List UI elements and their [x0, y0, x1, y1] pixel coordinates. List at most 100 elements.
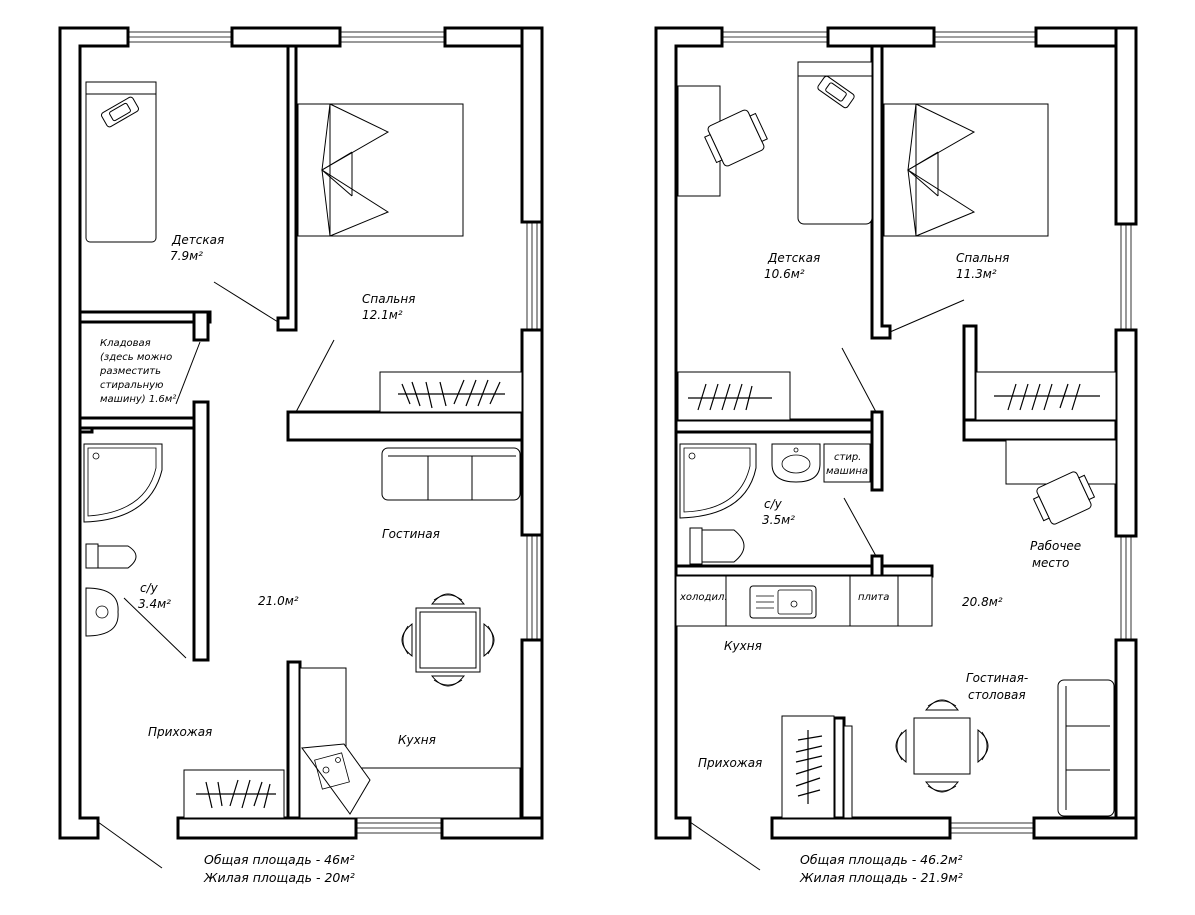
left-wall-nursery-bedroom: [276, 44, 298, 332]
left-storage-line-5: машину) 1.6м²: [100, 394, 176, 405]
right-wall-nursery-bedroom: [870, 44, 892, 340]
right-total-area: Общая площадь - 46.2м²: [800, 852, 962, 867]
left-entrance-door: [97, 821, 163, 869]
left-right-wall-middle: [520, 328, 544, 537]
left-living-area-total: Жилая площадь - 20м²: [203, 870, 355, 885]
left-total-area: Общая площадь - 46м²: [204, 852, 355, 867]
left-bath-door: [123, 597, 187, 659]
left-bedroom-wardrobe: [379, 371, 523, 413]
right-nursery-door: [841, 347, 877, 413]
right-hallway-label: Прихожая: [698, 756, 762, 770]
left-kitchen-label: Кухня: [398, 733, 436, 747]
left-hallway-label: Прихожая: [148, 725, 212, 739]
right-nursery-area: 10.6м²: [764, 267, 805, 281]
left-window-right-1: [526, 221, 538, 331]
right-bedroom-door: [889, 299, 965, 333]
right-washer: [823, 443, 871, 483]
right-window-right-2: [1120, 535, 1132, 641]
right-workspace-label-1: Рабочее: [1030, 539, 1081, 553]
left-kitchen-counter: [299, 667, 521, 819]
right-bathroom-label: с/у: [764, 497, 783, 511]
left-living-label: Гостиная: [382, 527, 440, 541]
right-fridge-label: холодил.: [679, 592, 728, 603]
left-nursery-label: Детская: [171, 233, 224, 247]
left-bath-sink: [85, 587, 119, 637]
left-wall-storage-right: [192, 310, 210, 342]
right-wall-hall: [832, 716, 846, 820]
left-bath-toilet: [85, 543, 137, 569]
left-window-right-2: [526, 534, 538, 641]
right-bottom-wall-left: [770, 816, 952, 840]
left-bedroom-bed: [297, 103, 464, 237]
left-living-area: 21.0м²: [258, 594, 299, 608]
right-wall-bedroom-bottom: [962, 418, 1118, 442]
left-window-bottom: [355, 822, 443, 834]
left-storage-door: [175, 341, 201, 405]
left-dining-set: [401, 593, 495, 687]
right-bedroom-area: 11.3м²: [956, 267, 997, 281]
right-right-wall-lower: [1114, 638, 1138, 840]
right-top-wall-mid: [826, 26, 936, 48]
left-top-wall-mid: [230, 26, 342, 48]
right-kitchen-counter: [675, 575, 933, 627]
right-living-label-2: столовая: [968, 688, 1026, 702]
left-bedroom-door: [295, 339, 335, 413]
left-storage-line-3: разместить: [99, 366, 161, 377]
right-right-wall-middle: [1114, 328, 1138, 538]
left-bathroom-area: 3.4м²: [138, 597, 171, 611]
right-bathroom-area: 3.5м²: [762, 513, 795, 527]
left-right-wall-upper: [520, 26, 544, 224]
right-workspace-label-2: место: [1032, 556, 1069, 570]
right-bath-door: [843, 497, 877, 557]
left-bottom-wall-right: [440, 816, 544, 840]
right-wall-bath-right-stub: [870, 554, 884, 578]
right-nursery-wardrobe: [677, 371, 791, 421]
right-workspace-desk: [1005, 439, 1117, 525]
left-wall-bath-bottom: [78, 426, 94, 434]
left-wall-bedroom-bottom: [286, 410, 524, 442]
right-kitchen-label: Кухня: [724, 639, 762, 653]
right-bath-toilet: [689, 527, 745, 565]
left-nursery-area: 7.9м²: [170, 249, 203, 263]
right-hall-wardrobe: [781, 715, 835, 819]
right-plan: Детская 10.6м² Спальня 11.3м² стир. маши…: [654, 26, 1138, 885]
left-wall-kitchen: [286, 660, 302, 820]
right-bath-sink: [771, 443, 821, 483]
left-bedroom-label: Спальня: [362, 292, 415, 306]
left-window-top-2: [339, 31, 446, 43]
right-bedroom-bed: [883, 103, 1049, 237]
right-hall-shelf: [843, 725, 853, 819]
right-washer-label-1: стир.: [834, 452, 861, 463]
right-nursery-bed: [797, 61, 873, 225]
right-nursery-label: Детская: [767, 251, 820, 265]
right-window-top-1: [721, 31, 829, 43]
right-bedroom-wardrobe: [975, 371, 1117, 421]
right-living-sofa: [1057, 679, 1115, 817]
left-living-sofa: [381, 447, 521, 501]
right-washer-label-2: машина: [826, 466, 868, 477]
right-living-area-total: Жилая площадь - 21.9м²: [799, 870, 963, 885]
left-wall-storage-bottom: [78, 416, 210, 430]
left-storage-line-1: Кладовая: [100, 338, 151, 349]
right-bedroom-label: Спальня: [956, 251, 1009, 265]
left-plan: Детская 7.9м² Спальня 12.1м² Кладовая (з…: [58, 26, 544, 885]
right-bath-shower: [679, 443, 757, 519]
right-wall-nursery-bottom: [674, 418, 874, 434]
left-storage-line-2: (здесь можно: [100, 352, 172, 363]
right-window-right-1: [1120, 223, 1132, 331]
right-living-label-1: Гостиная-: [966, 671, 1028, 685]
left-bathroom-label: с/у: [140, 581, 159, 595]
left-bath-shower: [83, 443, 163, 523]
right-bottom-wall-right: [1032, 816, 1138, 840]
left-hall-cabinet: [183, 769, 285, 819]
left-wall-nursery-storage: [78, 310, 212, 324]
left-right-wall-lower: [520, 638, 544, 840]
right-living-area: 20.8м²: [962, 595, 1003, 609]
right-nursery-desk: [677, 85, 768, 197]
left-wall-bath-right: [192, 400, 210, 662]
left-window-top-1: [127, 31, 233, 43]
right-wall-bath-bottom: [674, 564, 934, 578]
left-bottom-wall-left: [176, 816, 358, 840]
right-window-top-2: [933, 31, 1037, 43]
